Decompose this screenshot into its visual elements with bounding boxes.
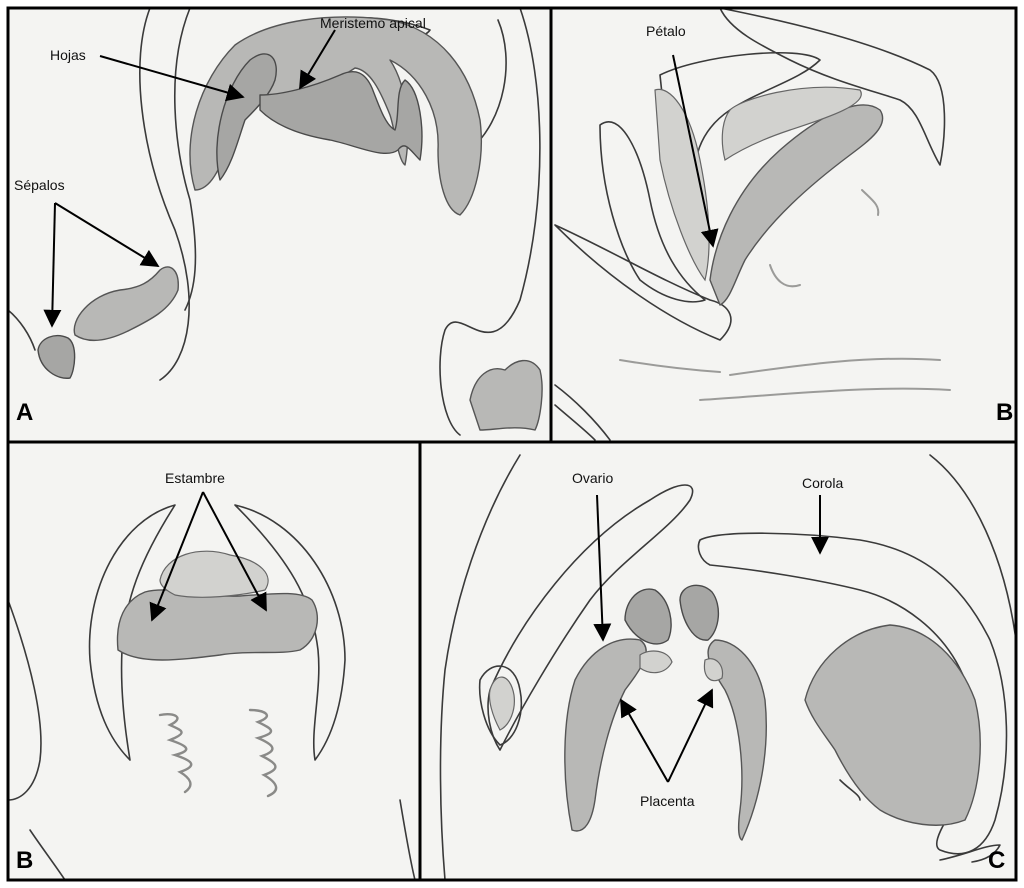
label-corola: Corola [802,475,843,491]
label-petalo: Pétalo [646,23,686,39]
panel-letter-c: C [988,847,1005,874]
label-ovario: Ovario [572,470,613,486]
panel-b-bottom [8,442,420,880]
panel-b-top [551,8,1016,442]
label-hojas: Hojas [50,47,86,63]
panel-letter-b-top: B [996,399,1013,426]
panel-letter-a: A [16,399,33,426]
label-sepalos: Sépalos [14,177,65,193]
panel-letter-b-bottom: B [16,847,33,874]
label-meristemo-apical: Meristemo apical [320,15,426,31]
label-placenta: Placenta [640,793,695,809]
panel-c [420,442,1016,880]
label-estambre: Estambre [165,470,225,486]
